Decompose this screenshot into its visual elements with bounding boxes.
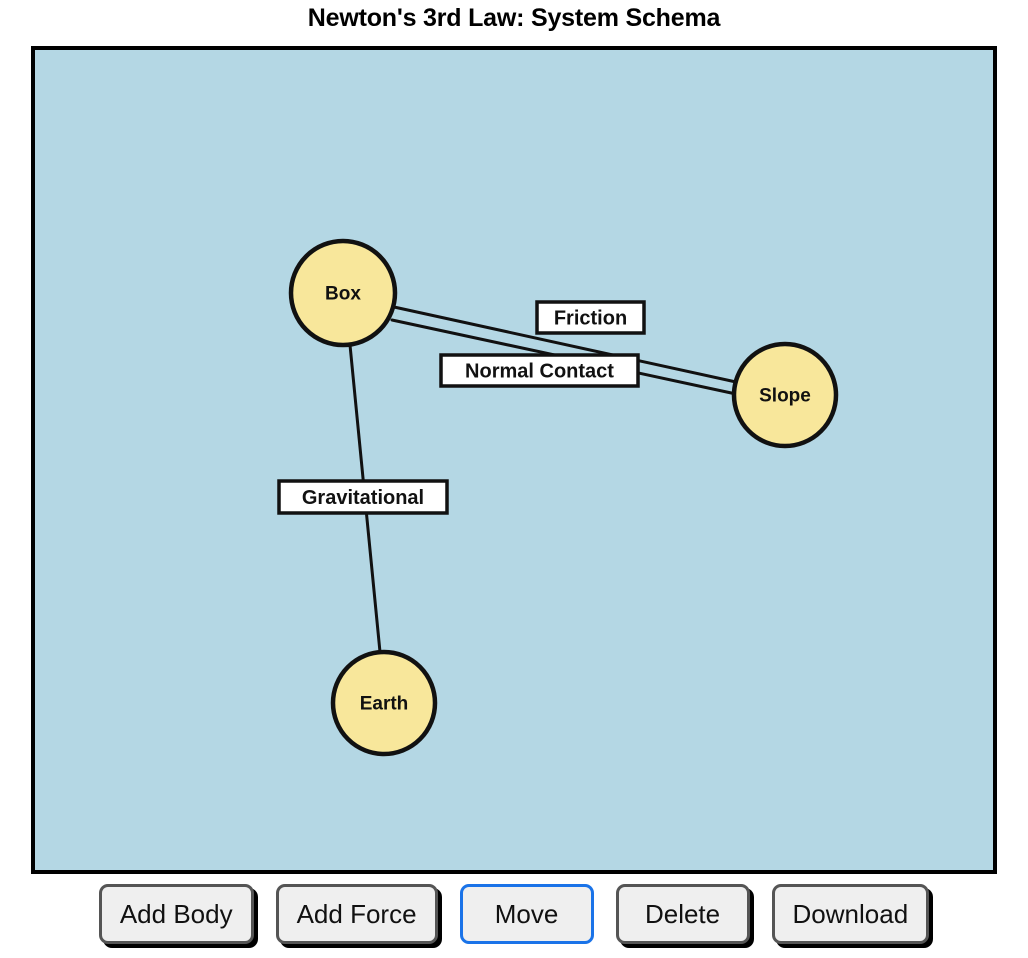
force-label-text-friction: Friction xyxy=(554,308,627,330)
body-label-box: Box xyxy=(325,284,361,305)
body-label-earth: Earth xyxy=(360,694,409,715)
body-circle-box[interactable] xyxy=(288,238,398,348)
toolbar-button-add-body[interactable]: Add Body xyxy=(98,884,254,944)
force-label-box-normal-contact[interactable] xyxy=(439,353,640,388)
force-label-box-friction[interactable] xyxy=(535,300,646,335)
body-circle-slope[interactable] xyxy=(731,341,839,449)
force-edge-friction[interactable] xyxy=(392,305,738,384)
body-node-earth[interactable]: Earth xyxy=(330,649,438,757)
body-circle-earth[interactable] xyxy=(330,649,438,757)
toolbar-button-delete[interactable]: Delete xyxy=(615,884,750,944)
toolbar-button-add-force[interactable]: Add Force xyxy=(275,884,438,944)
force-label-normal-contact[interactable]: Normal Contact xyxy=(439,353,640,388)
toolbar: Add Body Add Force Move Delete Download xyxy=(31,884,997,952)
body-label-slope: Slope xyxy=(759,386,811,407)
force-label-gravitational[interactable]: Gravitational xyxy=(277,479,449,515)
page-title: Newton's 3rd Law: System Schema xyxy=(307,4,721,32)
force-label-box-gravitational[interactable] xyxy=(277,479,449,515)
body-node-slope[interactable]: Slope xyxy=(731,341,839,449)
toolbar-button-download[interactable]: Download xyxy=(771,884,930,944)
force-label-friction[interactable]: Friction xyxy=(535,300,646,335)
force-label-text-normal-contact: Normal Contact xyxy=(465,361,614,383)
force-label-text-gravitational: Gravitational xyxy=(302,487,424,509)
body-node-box[interactable]: Box xyxy=(288,238,398,348)
toolbar-button-move[interactable]: Move xyxy=(459,884,594,944)
